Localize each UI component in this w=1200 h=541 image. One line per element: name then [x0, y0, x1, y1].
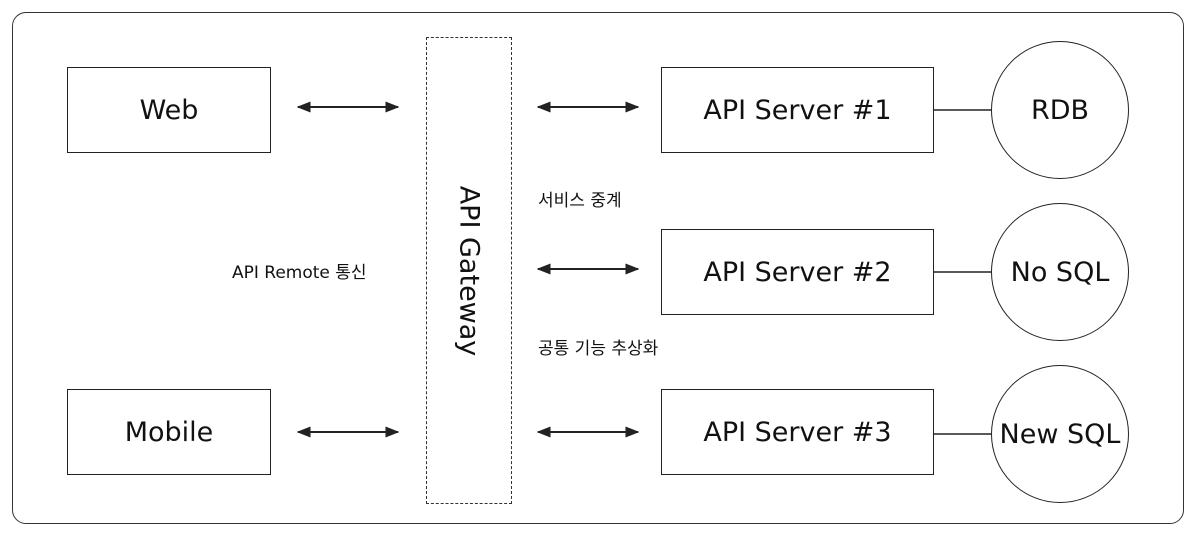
- rdb-label: RDB: [1030, 94, 1090, 126]
- api-server-2-label: API Server #2: [703, 256, 892, 288]
- nosql-label: No SQL: [1010, 256, 1110, 288]
- nosql-database: No SQL: [991, 203, 1129, 341]
- web-client-box: Web: [67, 67, 271, 153]
- web-client-label: Web: [139, 94, 199, 126]
- api-server-3-label: API Server #3: [703, 416, 892, 448]
- api-gateway-box: API Gateway: [426, 37, 512, 504]
- api-server-1-label: API Server #1: [703, 94, 892, 126]
- diagram-frame: [12, 12, 1184, 524]
- newsql-label: New SQL: [999, 418, 1121, 450]
- newsql-database: New SQL: [991, 365, 1129, 503]
- rdb-database: RDB: [991, 41, 1129, 179]
- common-abstraction-note: 공통 기능 추상화: [538, 339, 659, 359]
- service-relay-note: 서비스 중계: [538, 191, 622, 211]
- api-server-1-box: API Server #1: [661, 67, 934, 153]
- mobile-client-label: Mobile: [124, 416, 214, 448]
- api-server-2-box: API Server #2: [661, 229, 934, 315]
- api-remote-note: API Remote 통신: [232, 263, 367, 283]
- api-server-3-box: API Server #3: [661, 389, 934, 475]
- mobile-client-box: Mobile: [67, 389, 271, 475]
